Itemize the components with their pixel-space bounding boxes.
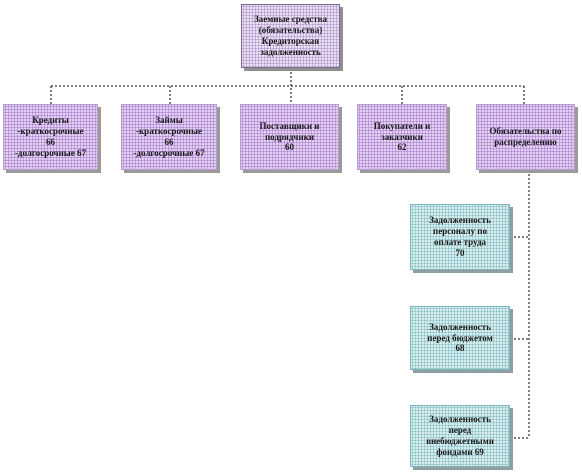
node-loans-label: Займы -краткосрочные 66 -долгосрочные 67 [133, 115, 205, 158]
node-suppliers-label: Поставщики и подрядчики 60 [259, 120, 320, 153]
node-buyers: Покупатели и заказчики 62 [357, 104, 447, 170]
node-credits-label: Кредиты -краткосрочные 66 -долгосрочные … [14, 115, 87, 158]
node-budget-label: Задолженность перед бюджетом 68 [427, 321, 493, 354]
node-credits: Кредиты -краткосрочные 66 -долгосрочные … [3, 104, 98, 170]
node-distribution-label: Обязательства по распределению [489, 126, 562, 147]
node-payroll: Задолженность персоналу по оплате труда … [410, 204, 510, 270]
root-node: Заемные средства (обязательства) Кредито… [241, 4, 340, 68]
node-buyers-label: Покупатели и заказчики 62 [373, 120, 431, 153]
root-node-label: Заемные средства (обязательства) Кредито… [253, 14, 328, 57]
node-payroll-label: Задолженность персоналу по оплате труда … [429, 215, 491, 258]
node-funds: Задолженность перед внебюджетными фондам… [410, 405, 510, 467]
node-funds-label: Задолженность перед внебюджетными фондам… [426, 414, 494, 457]
node-distribution: Обязательства по распределению [476, 104, 575, 170]
node-budget: Задолженность перед бюджетом 68 [410, 306, 510, 370]
node-suppliers: Поставщики и подрядчики 60 [240, 104, 339, 170]
node-loans: Займы -краткосрочные 66 -долгосрочные 67 [121, 104, 217, 170]
